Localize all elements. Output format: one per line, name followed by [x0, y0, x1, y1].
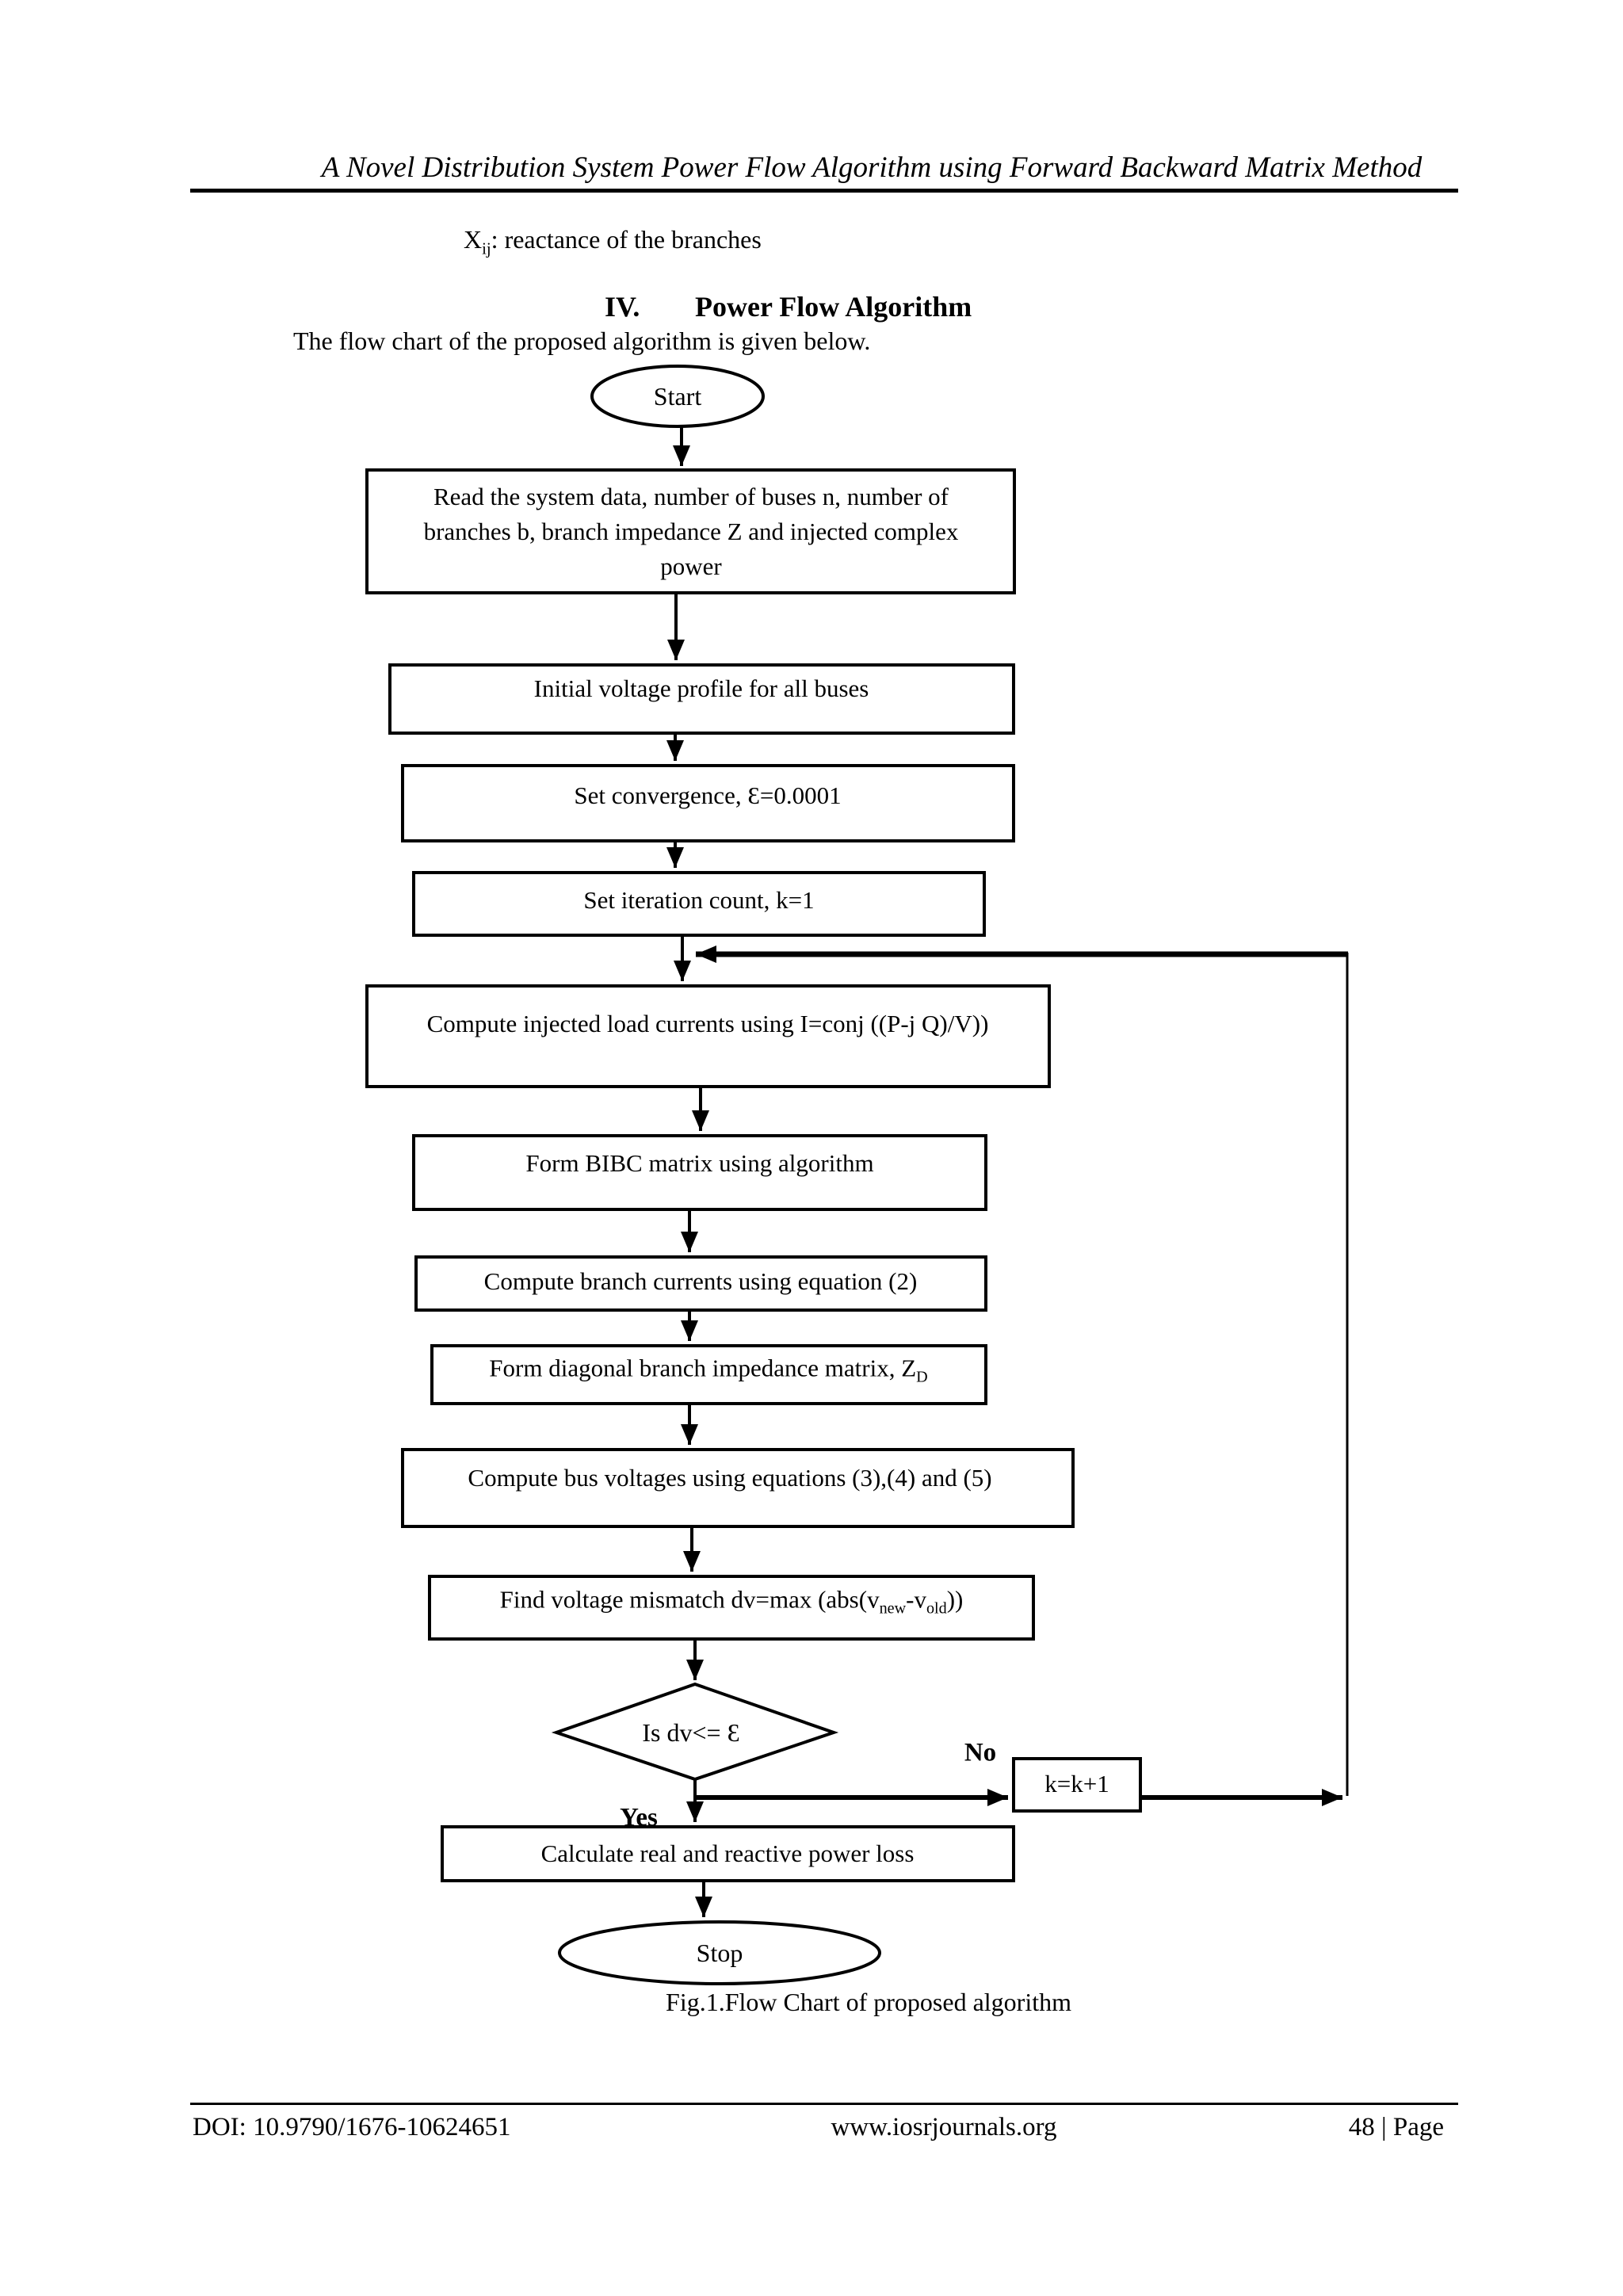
- process-box-set-convergence: [401, 764, 1015, 842]
- nomenclature-line: Xij: reactance of the branches: [464, 225, 762, 258]
- intro-paragraph: The flow chart of the proposed algorithm…: [293, 327, 871, 355]
- no-branch-label: No: [964, 1738, 997, 1767]
- footer-doi: DOI: 10.9790/1676-10624651: [193, 2113, 511, 2141]
- process-box-bibc-matrix: [412, 1134, 987, 1211]
- voltage-mismatch-p3: )): [946, 1585, 964, 1614]
- process-box-impedance-matrix: [430, 1344, 987, 1405]
- bus-voltages-label: Compute bus voltages using equations (3)…: [468, 1464, 992, 1492]
- voltage-mismatch-sub-old: old: [926, 1599, 947, 1618]
- set-convergence-label: Set convergence, Ɛ=0.0001: [574, 781, 842, 809]
- read-data-line2: branches b, branch impedance Z and injec…: [423, 518, 959, 545]
- decision-label: Is dv<= Ɛ: [642, 1718, 740, 1747]
- injected-currents-label: Compute injected load currents using I=c…: [426, 1010, 989, 1037]
- xij-subscript: ij: [482, 239, 491, 258]
- process-box-voltage-mismatch: [428, 1575, 1035, 1641]
- process-box-branch-currents: [414, 1255, 987, 1312]
- process-box-injected-currents: [365, 984, 1051, 1088]
- xij-symbol: X: [464, 225, 483, 254]
- header-rule: [190, 189, 1458, 193]
- impedance-matrix-label: Form diagonal branch impedance matrix, Z…: [489, 1353, 927, 1392]
- impedance-matrix-subscript: D: [916, 1368, 928, 1386]
- initial-voltage-label: Initial voltage profile for all buses: [533, 674, 869, 702]
- figure-caption: Fig.1.Flow Chart of proposed algorithm: [666, 1988, 1071, 2016]
- voltage-mismatch-sub-new: new: [879, 1599, 907, 1618]
- process-box-bus-voltages: [401, 1448, 1075, 1528]
- start-terminator: [590, 365, 765, 428]
- impedance-matrix-text: Form diagonal branch impedance matrix, Z: [489, 1354, 917, 1382]
- section-title: Power Flow Algorithm: [695, 291, 972, 323]
- stop-terminator: [558, 1920, 881, 1985]
- voltage-mismatch-label: Find voltage mismatch dv=max (abs(vnew-v…: [500, 1584, 964, 1623]
- power-loss-label: Calculate real and reactive power loss: [540, 1839, 915, 1867]
- section-number: IV.: [605, 291, 640, 323]
- voltage-mismatch-p2: -v: [906, 1585, 926, 1614]
- process-box-initial-voltage: [388, 663, 1015, 735]
- stop-label: Stop: [696, 1939, 743, 1967]
- start-label: Start: [653, 382, 702, 411]
- bibc-matrix-label: Form BIBC matrix using algorithm: [525, 1149, 874, 1177]
- process-box-k-increment: [1012, 1757, 1142, 1813]
- read-data-line1: Read the system data, number of buses n,…: [433, 483, 949, 510]
- read-data-label: Read the system data, number of buses n,…: [362, 479, 1020, 584]
- branch-currents-label: Compute branch currents using equation (…: [483, 1267, 918, 1295]
- k-increment-label: k=k+1: [1044, 1770, 1109, 1797]
- read-data-line3: power: [660, 552, 722, 580]
- footer-journal-url: www.iosrjournals.org: [831, 2113, 1057, 2141]
- footer-page-number: 48 | Page: [1348, 2113, 1444, 2141]
- xij-definition: : reactance of the branches: [491, 225, 762, 254]
- set-iteration-label: Set iteration count, k=1: [583, 886, 815, 914]
- voltage-mismatch-p1: Find voltage mismatch dv=max (abs(v: [499, 1585, 880, 1614]
- process-box-read-data: [365, 468, 1016, 594]
- process-box-set-iteration: [412, 871, 986, 937]
- process-box-power-loss: [441, 1825, 1015, 1882]
- paper-title: A Novel Distribution System Power Flow A…: [321, 151, 1423, 184]
- yes-branch-label: Yes: [620, 1803, 658, 1832]
- decision-diamond: [551, 1682, 839, 1782]
- footer-rule: [190, 2103, 1458, 2105]
